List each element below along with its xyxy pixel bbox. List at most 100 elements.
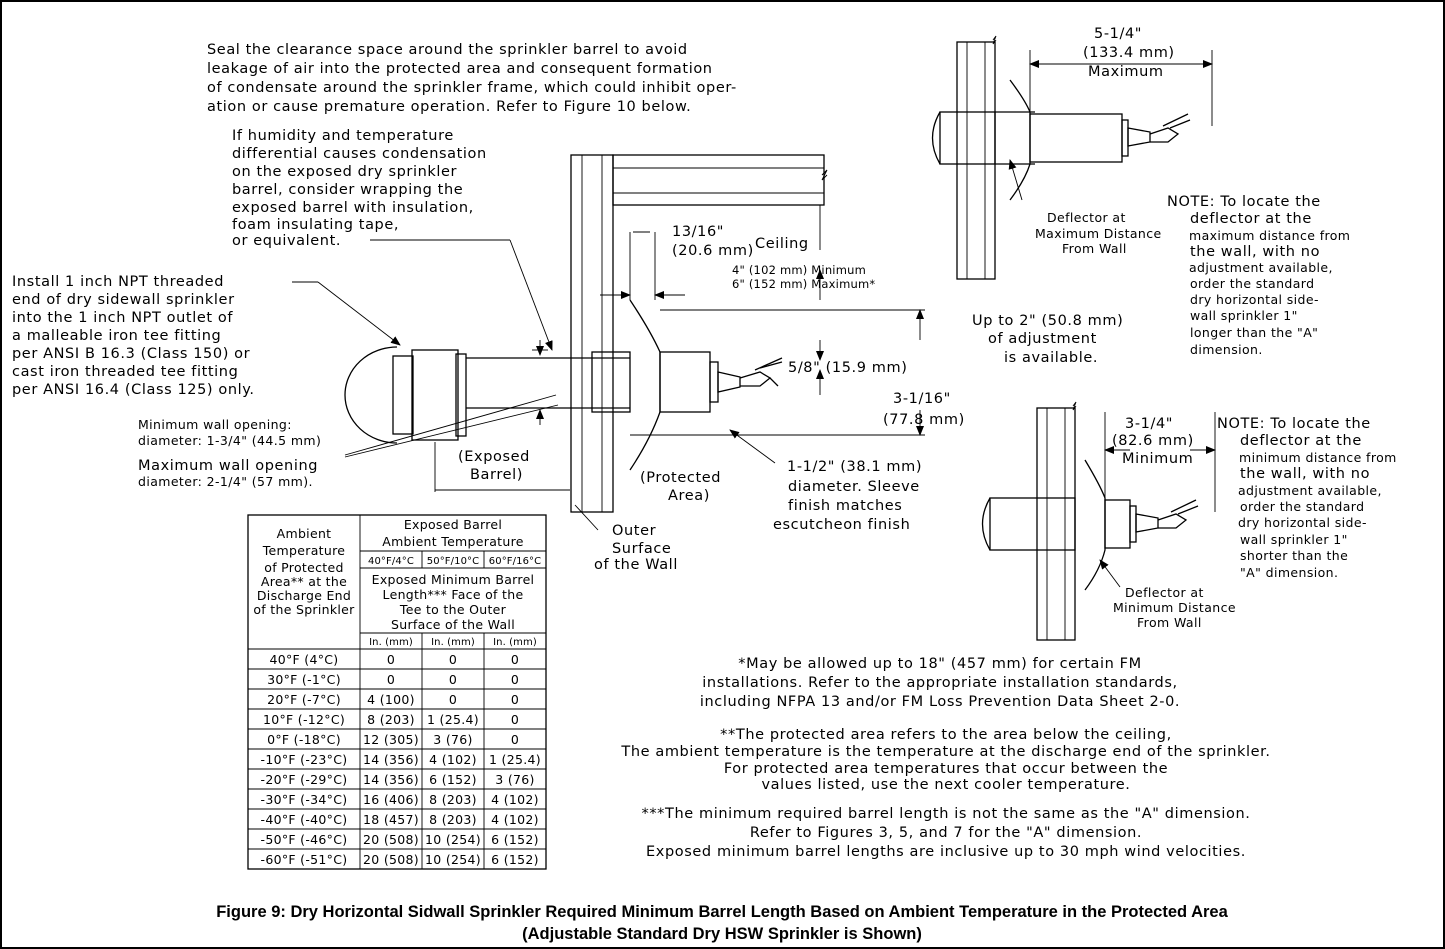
svg-text:dry horizontal side-: dry horizontal side- xyxy=(1190,292,1319,307)
svg-text:Maximum Distance: Maximum Distance xyxy=(1035,226,1162,241)
svg-text:If humidity and temperature: If humidity and temperature xyxy=(232,128,454,144)
install-note: Install 1 inch NPT threaded end of dry s… xyxy=(12,274,254,398)
svg-text:(20.6 mm): (20.6 mm) xyxy=(672,243,754,259)
svg-text:From Wall: From Wall xyxy=(1062,241,1127,256)
svg-text:wall sprinkler 1": wall sprinkler 1" xyxy=(1240,532,1348,547)
table-group-header: Exposed Barrel Ambient Temperature 40°F/… xyxy=(368,517,541,648)
table-cell: 4 (102) xyxy=(429,752,477,767)
deflector-max-label: Deflector at Maximum Distance From Wall xyxy=(1035,210,1162,256)
dim-5-8: 5/8" (15.9 mm) xyxy=(788,360,907,376)
main-wall xyxy=(570,154,614,513)
table-cell: -40°F (-40°C) xyxy=(261,812,348,827)
table-cell: 10 (254) xyxy=(425,832,481,847)
svg-text:In. (mm): In. (mm) xyxy=(431,637,475,648)
svg-text:Maximum wall opening: Maximum wall opening xyxy=(138,458,318,474)
svg-text:on the exposed dry sprinkler: on the exposed dry sprinkler xyxy=(232,164,457,180)
table-cell: -10°F (-23°C) xyxy=(261,752,348,767)
table-row: 0°F (-18°C)12 (305)3 (76)0 xyxy=(248,732,546,750)
ceiling xyxy=(612,154,828,206)
svg-text:Discharge End: Discharge End xyxy=(257,588,351,603)
max-opening-note: Maximum wall opening diameter: 2-1/4" (5… xyxy=(138,458,318,489)
svg-text:escutcheon finish: escutcheon finish xyxy=(773,517,910,533)
svg-text:wall sprinkler 1": wall sprinkler 1" xyxy=(1190,308,1298,323)
svg-text:adjustment available,: adjustment available, xyxy=(1238,483,1382,498)
svg-text:3-1/4": 3-1/4" xyxy=(1125,416,1173,432)
svg-text:Area** at the: Area** at the xyxy=(261,574,347,589)
svg-text:4" (102 mm) Minimum: 4" (102 mm) Minimum xyxy=(732,263,866,277)
svg-text:Tee to the Outer: Tee to the Outer xyxy=(399,602,507,617)
svg-text:diameter: 2-1/4" (57 mm).: diameter: 2-1/4" (57 mm). xyxy=(138,474,313,489)
svg-text:(Exposed: (Exposed xyxy=(458,449,530,465)
svg-text:Minimum wall opening:: Minimum wall opening: xyxy=(138,417,292,432)
table-cell: 14 (356) xyxy=(363,752,419,767)
table-cell: 12 (305) xyxy=(363,732,419,747)
svg-text:5-1/4": 5-1/4" xyxy=(1094,26,1142,42)
svg-text:Exposed minimum barrel lengths: Exposed minimum barrel lengths are inclu… xyxy=(646,844,1246,860)
table-cell: -50°F (-46°C) xyxy=(261,832,348,847)
footnote-3: ***The minimum required barrel length is… xyxy=(641,806,1249,860)
svg-text:"A" dimension.: "A" dimension. xyxy=(1240,565,1338,580)
svg-text:(Protected: (Protected xyxy=(640,470,721,486)
table-cell: 0 xyxy=(511,652,519,667)
table-cell: 8 (203) xyxy=(367,712,415,727)
svg-text:NOTE: To locate the: NOTE: To locate the xyxy=(1217,416,1371,432)
svg-text:(82.6 mm): (82.6 mm) xyxy=(1112,433,1194,449)
svg-text:finish matches: finish matches xyxy=(788,498,902,514)
table-cell: 3 (76) xyxy=(433,732,472,747)
svg-text:From Wall: From Wall xyxy=(1137,615,1202,630)
svg-text:exposed barrel with insulation: exposed barrel with insulation, xyxy=(232,200,474,216)
svg-text:6" (152 mm) Maximum*: 6" (152 mm) Maximum* xyxy=(732,277,875,291)
svg-text:dimension.: dimension. xyxy=(1190,342,1263,357)
svg-text:NOTE: To locate the: NOTE: To locate the xyxy=(1167,194,1321,210)
svg-text:values listed, use the next co: values listed, use the next cooler tempe… xyxy=(761,777,1130,793)
footnote-2: **The protected area refers to the area … xyxy=(620,727,1270,793)
svg-text:*May be allowed up to 18" (457: *May be allowed up to 18" (457 mm) for c… xyxy=(738,656,1141,672)
table-cell: 0 xyxy=(511,692,519,707)
table-cell: 6 (152) xyxy=(429,772,477,787)
barrel-length-table: Ambient Temperature of Protected Area** … xyxy=(247,514,547,870)
leader-lines xyxy=(292,239,776,531)
svg-text:order the standard: order the standard xyxy=(1240,499,1364,514)
svg-text:13/16": 13/16" xyxy=(672,224,724,240)
svg-text:**The protected area refers to: **The protected area refers to the area … xyxy=(720,727,1172,743)
note-min: NOTE: To locate the deflector at the min… xyxy=(1217,416,1397,580)
table-row: -10°F (-23°C)14 (356)4 (102)1 (25.4) xyxy=(248,752,546,770)
svg-text:Maximum: Maximum xyxy=(1088,64,1164,80)
svg-text:Install 1 inch NPT threaded: Install 1 inch NPT threaded xyxy=(12,274,224,290)
svg-text:leakage of air into the protec: leakage of air into the protected area a… xyxy=(207,61,713,77)
table-cell: 18 (457) xyxy=(363,812,419,827)
sprinkler-head xyxy=(709,357,783,403)
svg-text:Deflector at: Deflector at xyxy=(1047,210,1126,225)
svg-text:dry horizontal side-: dry horizontal side- xyxy=(1238,515,1367,530)
table-cell: 20°F (-7°C) xyxy=(267,692,341,707)
table-cell: 0 xyxy=(387,652,395,667)
svg-text:order the standard: order the standard xyxy=(1190,276,1314,291)
svg-text:of the Wall: of the Wall xyxy=(594,557,678,573)
svg-text:minimum distance from: minimum distance from xyxy=(1239,450,1397,465)
table-cell: 0 xyxy=(511,712,519,727)
svg-text:3-1/16": 3-1/16" xyxy=(893,391,951,407)
table-row: -40°F (-40°C)18 (457)8 (203)4 (102) xyxy=(248,812,546,830)
svg-text:Minimum: Minimum xyxy=(1122,451,1193,467)
svg-text:ation or cause premature opera: ation or cause premature operation. Refe… xyxy=(207,99,691,115)
svg-text:is available.: is available. xyxy=(1004,350,1098,366)
humidity-note: If humidity and temperature differential… xyxy=(232,128,486,249)
table-cell: -20°F (-29°C) xyxy=(261,772,348,787)
barrel xyxy=(466,351,631,413)
svg-text:Refer to Figures 3, 5, and 7 f: Refer to Figures 3, 5, and 7 for the "A"… xyxy=(750,825,1142,841)
table-cell: 4 (102) xyxy=(491,812,539,827)
table-cell: 10 (254) xyxy=(425,852,481,867)
sleeve-label: 1-1/2" (38.1 mm) diameter. Sleeve finish… xyxy=(773,459,922,533)
svg-text:1-1/2" (38.1 mm): 1-1/2" (38.1 mm) xyxy=(787,459,922,475)
dim-13-16: 13/16" (20.6 mm) xyxy=(672,224,754,259)
table-cell: 4 (102) xyxy=(491,792,539,807)
svg-text:Area): Area) xyxy=(668,488,710,504)
svg-text:Temperature: Temperature xyxy=(262,543,345,558)
svg-text:Exposed Barrel: Exposed Barrel xyxy=(404,517,502,532)
seal-note: Seal the clearance space around the spri… xyxy=(207,42,736,115)
table-row: -20°F (-29°C)14 (356)6 (152)3 (76) xyxy=(248,772,546,790)
